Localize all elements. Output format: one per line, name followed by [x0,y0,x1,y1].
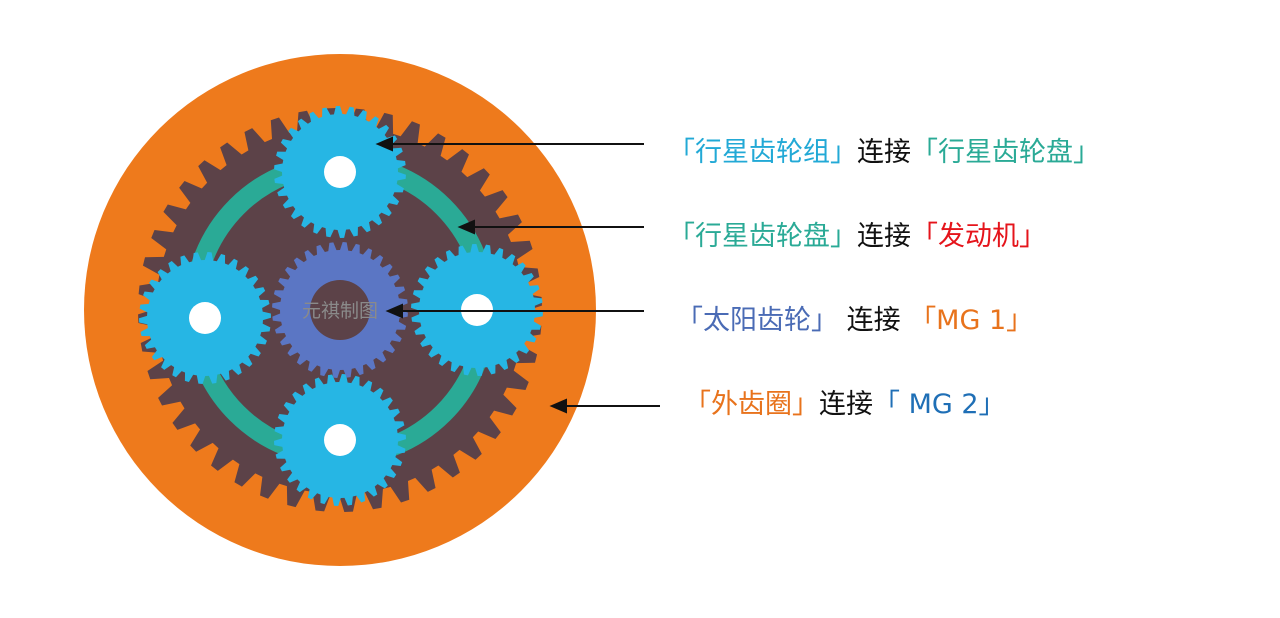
label-4-part-2: 连接 [819,389,873,420]
label-4-part-1: 「外齿圈」 [684,389,819,420]
label-2-part-3: 「发动机」 [911,221,1046,252]
label-planet-gears-to-carrier: 「行星齿轮组」连接「行星齿轮盘」 [668,136,1100,170]
planet-gear-set [139,106,543,506]
arrows [375,136,660,414]
label-2-part-2: 连接 [857,221,911,252]
planet-gear-4-hole [324,424,356,456]
arrow-4-head [549,398,567,414]
label-carrier-to-engine: 「行星齿轮盘」连接「发动机」 [668,220,1046,254]
watermark-text: 元祺制图 [302,300,378,322]
arrow-1-head [375,136,393,152]
label-3-part-1: 「太阳齿轮」 [676,305,847,336]
label-1-part-2: 连接 [857,137,911,168]
label-3-part-3: 「MG 1」 [909,305,1034,336]
planet-gear-1-hole [324,156,356,188]
label-1-part-3: 「行星齿轮盘」 [911,137,1100,168]
label-3-part-2: 连接 [846,305,910,336]
sun-gear-hub [310,280,370,340]
label-4-part-3: 「 MG 2」 [873,389,1006,420]
arrow-3-head [385,303,403,319]
label-2-part-1: 「行星齿轮盘」 [668,221,857,252]
planet-gear-2-hole [189,302,221,334]
label-ring-gear-to-mg2: 「外齿圈」连接「 MG 2」 [684,388,1006,422]
label-sun-gear-to-mg1: 「太阳齿轮」 连接 「MG 1」 [676,304,1033,338]
label-1-part-1: 「行星齿轮组」 [668,137,857,168]
arrow-2-head [457,219,475,235]
